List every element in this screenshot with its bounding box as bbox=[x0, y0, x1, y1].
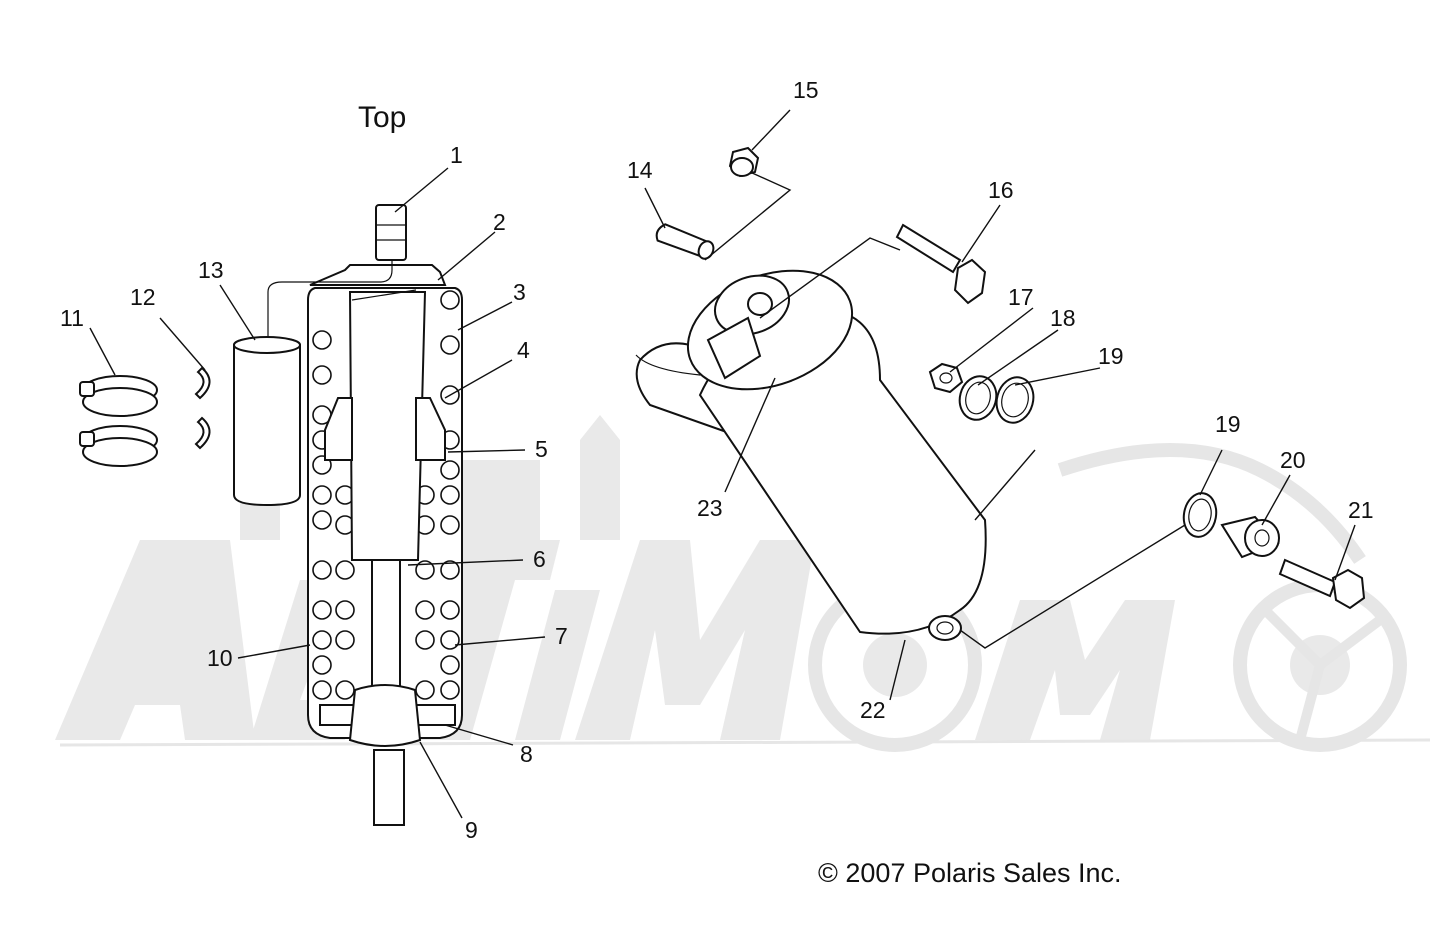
shock-cutaway-assembly bbox=[267, 204, 463, 826]
washer-19-lower bbox=[1182, 492, 1218, 538]
top-bolt bbox=[895, 223, 987, 305]
piston-rod bbox=[371, 559, 401, 691]
callout-16: 16 bbox=[988, 177, 1014, 203]
callout-4: 4 bbox=[517, 337, 530, 363]
copyright-notice: © 2007 Polaris Sales Inc. bbox=[818, 858, 1122, 888]
callout-6: 6 bbox=[533, 546, 546, 572]
reservoir-hose bbox=[267, 260, 393, 348]
exterior-lower-eyelet bbox=[928, 615, 962, 641]
lower-eyelet bbox=[373, 749, 405, 826]
watermark-baseline bbox=[59, 738, 1431, 747]
lower-bushing bbox=[348, 684, 422, 747]
callout-1: 1 bbox=[450, 142, 463, 168]
watermark-letter-a bbox=[55, 540, 255, 740]
lower-bolt bbox=[1278, 558, 1366, 610]
washer-19-upper bbox=[995, 376, 1035, 424]
callout-5: 5 bbox=[535, 436, 548, 462]
callout-10: 10 bbox=[207, 645, 233, 671]
callout-13: 13 bbox=[198, 257, 224, 283]
callout-23: 23 bbox=[697, 495, 723, 521]
callout-19-lower: 19 bbox=[1215, 411, 1241, 437]
callout-9: 9 bbox=[465, 817, 478, 843]
inner-cylinder bbox=[348, 289, 427, 561]
callout-11: 11 bbox=[60, 305, 84, 331]
view-label-top: Top bbox=[358, 101, 406, 134]
reservoir-canister bbox=[233, 336, 301, 507]
coil-spring bbox=[312, 290, 460, 700]
callout-14: 14 bbox=[627, 157, 653, 183]
callout-7: 7 bbox=[555, 623, 568, 649]
flange-nut-top bbox=[728, 146, 760, 178]
callout-20: 20 bbox=[1280, 447, 1306, 473]
leader-lines bbox=[89, 109, 1356, 819]
callout-15: 15 bbox=[793, 77, 819, 103]
callout-22: 22 bbox=[860, 697, 886, 723]
callout-17: 17 bbox=[1008, 284, 1034, 310]
callout-2: 2 bbox=[493, 209, 506, 235]
bushing-sleeve bbox=[655, 223, 715, 260]
watermark-wheel-right bbox=[1233, 578, 1407, 752]
watermark-letter-m bbox=[575, 540, 815, 740]
callout-labels: 1 2 3 4 5 6 7 8 9 10 11 12 13 14 15 16 1… bbox=[60, 77, 1374, 843]
shock-exterior-assembly bbox=[635, 269, 987, 641]
clip-retainers bbox=[194, 366, 211, 450]
callout-21: 21 bbox=[1348, 497, 1374, 523]
bump-stop bbox=[324, 397, 353, 461]
hose-clamps bbox=[79, 375, 158, 467]
watermark-letter-m2 bbox=[975, 600, 1175, 740]
callout-18: 18 bbox=[1050, 305, 1076, 331]
exterior-adjuster bbox=[706, 316, 762, 380]
bump-stop-right bbox=[415, 397, 446, 461]
callout-8: 8 bbox=[520, 741, 533, 767]
callout-12: 12 bbox=[130, 284, 156, 310]
watermark-swoosh bbox=[1057, 443, 1366, 564]
callout-19-upper: 19 bbox=[1098, 343, 1124, 369]
callout-3: 3 bbox=[513, 279, 526, 305]
top-eyelet bbox=[375, 204, 407, 261]
top-cap bbox=[309, 264, 447, 286]
bushing-20 bbox=[1220, 515, 1280, 559]
watermark-letter-i bbox=[515, 590, 600, 740]
top-nut bbox=[928, 362, 964, 394]
